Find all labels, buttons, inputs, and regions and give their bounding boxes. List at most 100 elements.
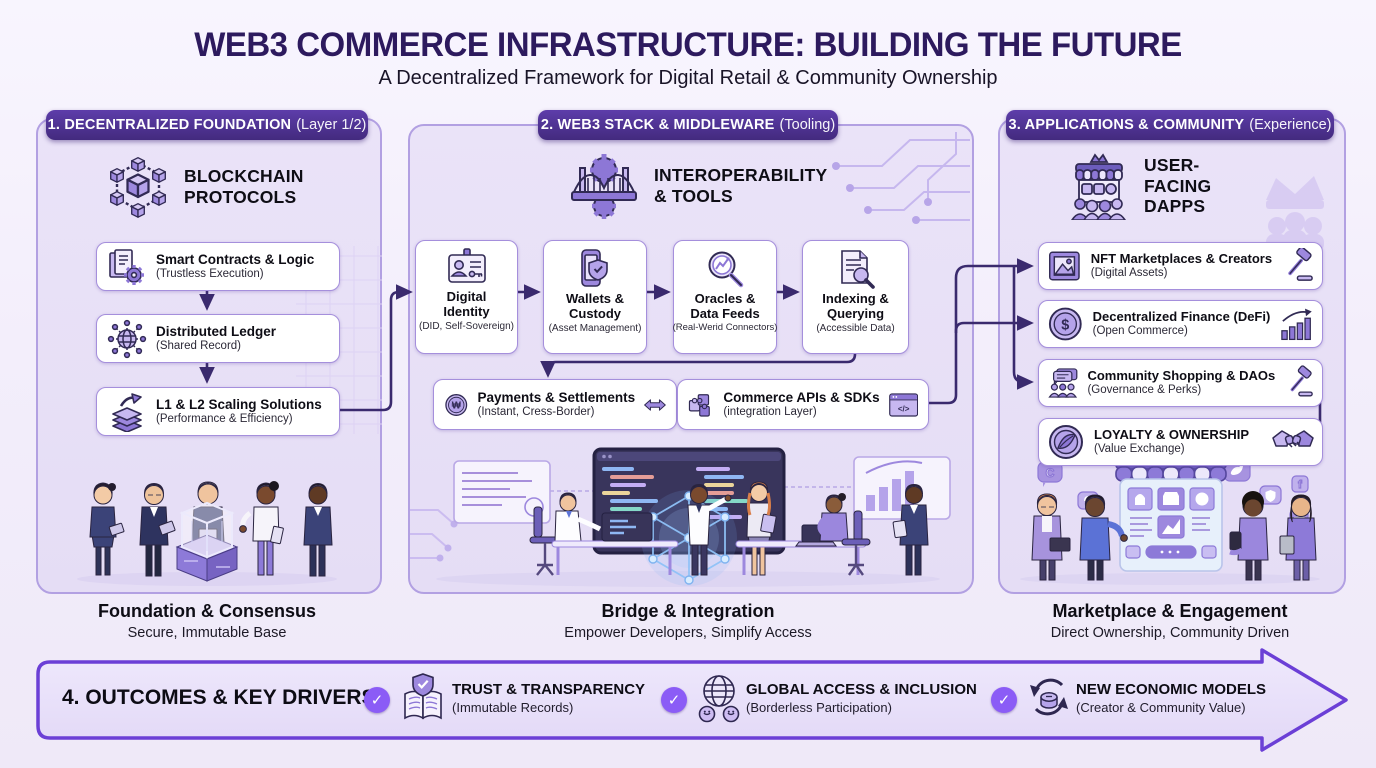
box-title: Payments & Settlements xyxy=(477,390,636,406)
section-blockchain-protocols-title: BLOCKCHAIN PROTOCOLS xyxy=(184,166,304,207)
section-blockchain-protocols: BLOCKCHAIN PROTOCOLS xyxy=(104,152,312,222)
caption-title: Foundation & Consensus xyxy=(98,601,316,621)
box-nft-marketplaces: NFT Marketplaces & Creators (Digital Ass… xyxy=(1038,242,1323,290)
check-glyph: ✓ xyxy=(667,692,681,709)
box-subtitle: (Value Exchange) xyxy=(1094,442,1185,455)
box-wallets-custody: Wallets & Custody (Asset Management) xyxy=(543,240,647,354)
phone-shield-icon xyxy=(581,249,608,287)
caption-title: Bridge & Integration xyxy=(601,601,775,621)
box-title: L1 & L2 Scaling Solutions xyxy=(156,397,322,413)
header-foundation: 1. DECENTRALIZED FOUNDATION (Layer 1/2) xyxy=(46,110,368,140)
box-title: NFT Marketplaces & Creators xyxy=(1090,250,1273,266)
header-middleware-label: 2. WEB3 STACK & MIDDLEWARE xyxy=(540,117,775,133)
globe-network-icon xyxy=(107,319,147,358)
circular-economy-icon xyxy=(1030,678,1068,716)
box-subtitle: (Digital Assets) xyxy=(1090,266,1168,279)
outcome-subtitle: (Creator & Community Value) xyxy=(1076,700,1246,715)
check-icon: ✓ xyxy=(661,687,687,713)
box-subtitle: (Performance & Efficiency) xyxy=(156,412,293,425)
header-applications-label: 3. APPLICATIONS & COMMUNITY xyxy=(1008,117,1245,133)
contract-gear-icon xyxy=(109,248,144,285)
caption-subtitle: Secure, Immutable Base xyxy=(127,625,287,641)
blockchain-network-icon xyxy=(110,157,166,218)
box-commerce-apis-sdks: Commerce APIs & SDKs (integration Layer)… xyxy=(677,379,929,430)
box-title: Digital Identity xyxy=(443,289,490,319)
caption-middleware: Bridge & Integration Empower Developers,… xyxy=(518,601,858,641)
code-glyph: </> xyxy=(898,404,910,413)
caption-subtitle: Empower Developers, Simplify Access xyxy=(564,625,812,641)
box-title: Decentralized Finance (DeFi) xyxy=(1092,308,1271,324)
globe-people-icon xyxy=(698,675,740,723)
picture-frame-icon xyxy=(1049,251,1080,281)
storefront-crown-icon xyxy=(1071,153,1126,220)
box-subtitle: (Trustless Execution) xyxy=(156,267,264,280)
outcome-title: TRUST & TRANSPARENCY xyxy=(452,681,646,698)
applications-illustration: C f xyxy=(1020,459,1320,585)
won-coin-icon: ₩ xyxy=(445,393,468,416)
header-foundation-label: 1. DECENTRALIZED FOUNDATION xyxy=(47,117,292,133)
box-distributed-ledger: Distributed Ledger (Shared Record) xyxy=(96,314,340,363)
id-card-icon xyxy=(447,248,486,283)
box-smart-contracts: Smart Contracts & Logic (Trustless Execu… xyxy=(96,242,340,291)
box-title: Indexing & Querying xyxy=(822,291,889,321)
dollar-coin-icon: $ xyxy=(1048,307,1082,341)
box-digital-identity: Digital Identity (DID, Self-Sovereign) xyxy=(415,240,518,354)
box-subtitle: (Real-Werid Connectors) xyxy=(672,321,778,333)
section-interoperability-title: INTEROPERABILITY & TOOLS xyxy=(654,165,828,206)
header-middleware-suffix: (Tooling) xyxy=(779,117,836,133)
page-subtitle: A Decentralized Framework for Digital Re… xyxy=(378,67,998,89)
box-title: Community Shopping & DAOs xyxy=(1087,367,1276,383)
outcome-subtitle: (Borderless Participation) xyxy=(746,700,892,715)
box-title: Commerce APIs & SDKs xyxy=(723,390,880,406)
growth-chart-icon xyxy=(1281,308,1313,341)
box-subtitle: (Governance & Perks) xyxy=(1087,383,1202,396)
outcomes-label: 4. OUTCOMES & KEY DRIVERS xyxy=(62,686,376,709)
outcome-title: GLOBAL ACCESS & INCLUSION xyxy=(746,681,977,698)
check-icon: ✓ xyxy=(991,687,1017,713)
outcome-new-economic-models: NEW ECONOMIC MODELS (Creator & Community… xyxy=(1076,681,1266,715)
box-title: Wallets & Custody xyxy=(565,291,625,321)
outcome-title: NEW ECONOMIC MODELS xyxy=(1076,681,1266,698)
box-subtitle: (Accessible Data) xyxy=(816,322,895,334)
outcome-trust: TRUST & TRANSPARENCY (Immutable Records) xyxy=(452,681,645,715)
box-oracles-data-feeds: Oracles & Data Feeds (Real-Werid Connect… xyxy=(673,240,777,354)
section-interoperability: INTEROPERABILITY & TOOLS xyxy=(566,148,828,224)
header-applications-suffix: (Experience) xyxy=(1249,117,1332,133)
ledger-shield-icon xyxy=(404,673,442,720)
caption-title: Marketplace & Engagement xyxy=(1052,601,1288,621)
box-decentralized-finance: $ Decentralized Finance (DeFi) (Open Com… xyxy=(1038,300,1323,348)
code-window-icon: </> xyxy=(888,392,918,417)
box-indexing-querying: Indexing & Querying (Accessible Data) xyxy=(802,240,909,354)
box-scaling-solutions: L1 & L2 Scaling Solutions (Performance &… xyxy=(96,387,340,436)
section-user-facing-dapps-title: USER-FACING DAPPS xyxy=(1144,155,1212,217)
caption-foundation: Foundation & Consensus Secure, Immutable… xyxy=(37,601,377,641)
facebook-bubble-glyph: f xyxy=(1298,479,1302,491)
foundation-illustration xyxy=(77,481,337,586)
box-subtitle: (Open Commerce) xyxy=(1092,324,1188,337)
puzzle-icon xyxy=(688,393,710,417)
box-payments-settlements: ₩ Payments & Settlements (Instant, Cress… xyxy=(433,379,677,430)
caption-subtitle: Direct Ownership, Community Driven xyxy=(1050,625,1290,641)
box-subtitle: (integration Layer) xyxy=(723,405,817,418)
handshake-icon xyxy=(1272,430,1314,448)
header-applications: 3. APPLICATIONS & COMMUNITY (Experience) xyxy=(1006,110,1334,140)
box-title: LOYALTY & OWNERSHIP xyxy=(1094,426,1250,442)
magnifier-chart-icon xyxy=(708,251,744,288)
section-user-facing-dapps: USER-FACING DAPPS xyxy=(1066,152,1262,220)
caption-applications: Marketplace & Engagement Direct Ownershi… xyxy=(1000,601,1340,641)
swap-arrows-icon xyxy=(644,398,666,411)
document-search-icon xyxy=(840,250,875,289)
outcome-global-access: GLOBAL ACCESS & INCLUSION (Borderless Pa… xyxy=(746,681,977,715)
check-glyph: ✓ xyxy=(370,692,384,709)
community-chat-icon xyxy=(1048,368,1078,398)
box-title: Smart Contracts & Logic xyxy=(156,252,315,268)
middleware-illustration xyxy=(436,447,951,587)
box-loyalty-ownership: LOYALTY & OWNERSHIP (Value Exchange) xyxy=(1038,418,1323,466)
layers-scaling-icon xyxy=(112,392,142,432)
box-subtitle: (DID, Self-Sovereign) xyxy=(418,320,515,332)
won-glyph: ₩ xyxy=(452,400,462,411)
box-title: Distributed Ledger xyxy=(156,324,277,340)
dollar-glyph: $ xyxy=(1061,317,1069,333)
box-title: Oracles & Data Feeds xyxy=(690,291,760,321)
